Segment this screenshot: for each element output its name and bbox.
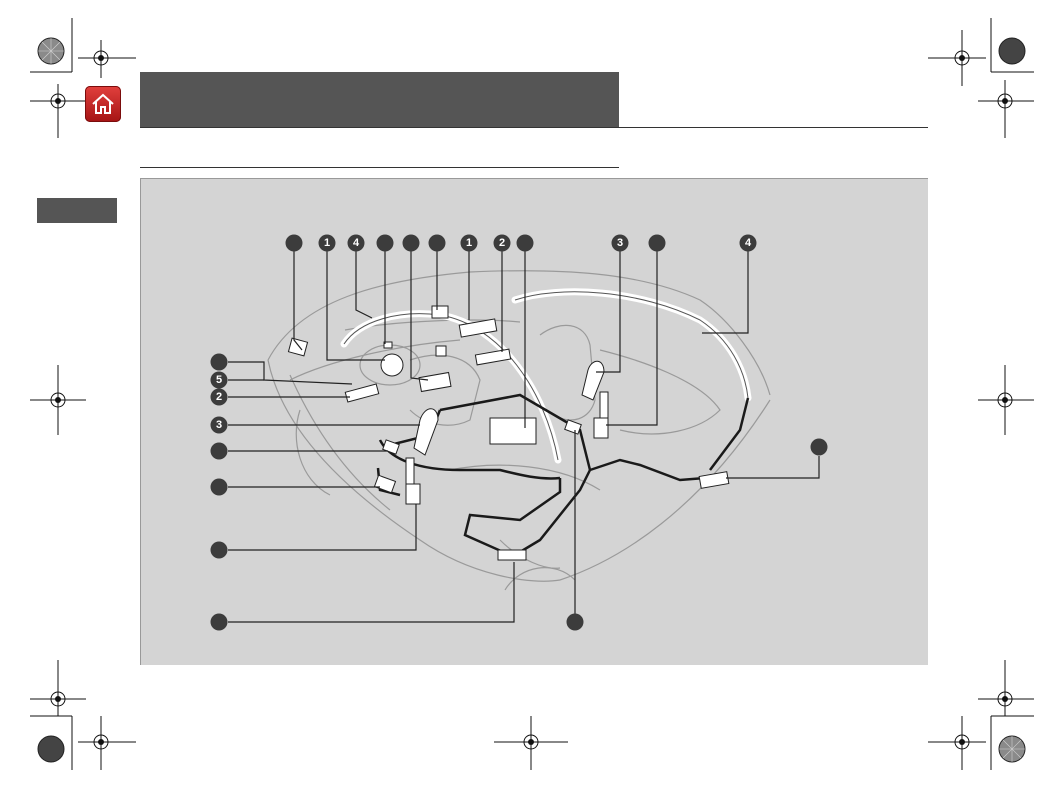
callout-marker	[739, 234, 757, 252]
callout-marker	[210, 478, 228, 496]
callout-number: 5	[215, 374, 223, 386]
callout-marker	[566, 613, 584, 631]
callout-marker	[460, 234, 478, 252]
callout-number	[810, 438, 828, 456]
callout-marker	[428, 234, 446, 252]
callout-number: 4	[744, 237, 752, 249]
section-title-bar	[140, 72, 619, 127]
callout-leader-line	[293, 243, 303, 351]
callout-number: 4	[352, 237, 360, 249]
chapter-tab[interactable]	[37, 198, 117, 223]
title-divider	[140, 127, 928, 128]
callout-number: 2	[498, 237, 506, 249]
callout-number	[210, 353, 228, 371]
callout-number: 1	[323, 237, 331, 249]
callout-leader-line	[702, 243, 749, 334]
callout-marker	[347, 234, 365, 252]
callout-number	[402, 234, 420, 252]
callout-number: 2	[215, 391, 223, 403]
callout-marker	[285, 234, 303, 252]
callout-leader-line	[228, 361, 353, 385]
callout-marker	[516, 234, 534, 252]
callout-number: 1	[465, 237, 473, 249]
callout-leader-line	[355, 243, 373, 319]
callout-number: 3	[215, 419, 223, 431]
callout-leader-line	[410, 243, 429, 381]
home-button[interactable]	[85, 86, 121, 122]
callout-leader-line	[726, 456, 820, 479]
callout-marker	[210, 416, 228, 434]
callout-leader-line	[326, 243, 385, 361]
callout-leader-line	[606, 243, 658, 426]
callout-number	[428, 234, 446, 252]
callout-marker	[210, 541, 228, 559]
callout-marker	[210, 388, 228, 406]
callout-number	[376, 234, 394, 252]
callout-marker	[318, 234, 336, 252]
callout-leader-line	[228, 504, 417, 551]
subheading-divider	[140, 167, 619, 168]
callout-leader-line	[228, 562, 515, 623]
callout-number	[210, 478, 228, 496]
callout-number	[210, 442, 228, 460]
callout-marker	[402, 234, 420, 252]
callout-number	[210, 613, 228, 631]
callout-marker	[376, 234, 394, 252]
callout-marker	[210, 371, 228, 389]
callout-number	[516, 234, 534, 252]
callout-leader-line	[596, 243, 621, 373]
callout-number	[566, 613, 584, 631]
callout-marker	[210, 442, 228, 460]
callout-number	[210, 541, 228, 559]
callout-marker	[611, 234, 629, 252]
callout-marker	[493, 234, 511, 252]
callout-marker	[210, 353, 228, 371]
home-icon	[92, 93, 114, 114]
callout-marker	[648, 234, 666, 252]
callout-number	[285, 234, 303, 252]
callout-marker	[810, 438, 828, 456]
callout-marker	[210, 613, 228, 631]
callout-number: 3	[616, 237, 624, 249]
callout-number	[648, 234, 666, 252]
